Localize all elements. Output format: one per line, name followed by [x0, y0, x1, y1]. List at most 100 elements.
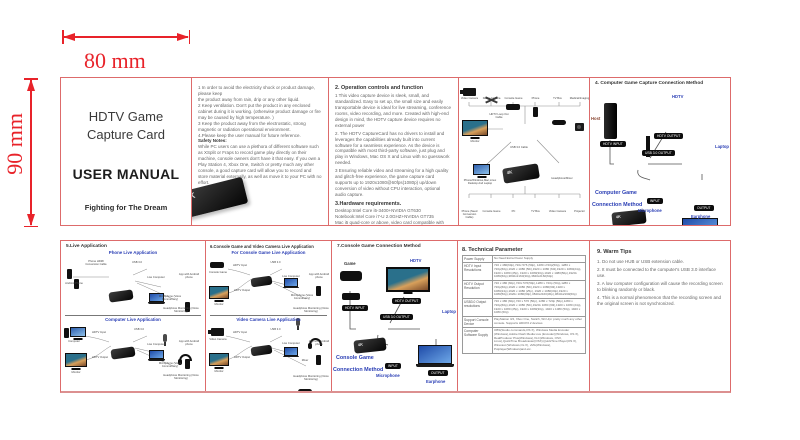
- source-label: Video Camera: [209, 338, 227, 341]
- video-camera-icon: [460, 88, 476, 96]
- mixer-label: Mixer: [301, 359, 309, 362]
- tech-row-label: HDTV Output Resolution: [461, 280, 493, 299]
- video-camera-icon: [208, 328, 224, 336]
- capture-card-4k-logo: 4K: [357, 341, 364, 348]
- microphone-icon: [163, 333, 167, 346]
- headphone-icon: [178, 353, 192, 365]
- console-connection-panel: 7.Console Game Connection Method Game HD…: [331, 241, 457, 391]
- live-application-panel: 5.Live Application Phone Live Applicatio…: [61, 241, 205, 391]
- product-title: HDTV Game Capture Card: [86, 109, 166, 142]
- usb-label: USB 3.0: [131, 261, 142, 264]
- mic-input-badge: INPUT: [647, 198, 663, 205]
- tech-title: 8. Technical Parameter: [462, 247, 523, 253]
- method-caption-line2: Connection Method: [592, 202, 643, 208]
- phone-live-title: Phone Live Application: [108, 250, 158, 255]
- earphone-label: Earphone: [691, 214, 711, 219]
- device-label: Video Camera: [460, 97, 479, 100]
- safety-item: 1 In order to avoid the electricity shoc…: [198, 85, 316, 96]
- capture-card-4k-logo: 4K: [506, 169, 513, 176]
- arrowhead-up-icon: [26, 79, 35, 91]
- table-row: HDTV Output Resolution 720 x 480 (60p),7…: [461, 280, 586, 299]
- hdtv-output-label: HDTV Output: [233, 289, 251, 292]
- headphone-icon: [308, 338, 322, 350]
- hdtv-icon: [646, 136, 650, 157]
- hdtv-output-badge: HDTV OUTPUT: [654, 133, 684, 140]
- computer-connection-panel: 4. Computer Game Capture Connection Meth…: [589, 78, 730, 225]
- laptop-icon: [682, 218, 730, 225]
- usb-label: USB 3.0: [270, 261, 281, 264]
- hdtv-label: HDTV: [672, 94, 684, 99]
- hdtv-input-badge: HDTV INPUT: [600, 141, 626, 148]
- source-label: Computer: [68, 340, 80, 343]
- safety-panel: 1 In order to avoid the electricity shoc…: [191, 78, 328, 225]
- capture-card-4k-logo: 4K: [615, 213, 622, 220]
- console-live-diagram: For Console Game Live Application Consol…: [206, 249, 331, 350]
- microphone-icon: [296, 318, 300, 331]
- tech-row-label: Computer Software Supply: [461, 327, 493, 354]
- monitoring-label: Headphone Monitoring (Voice Monitoring): [293, 307, 329, 314]
- tech-row-value: 720 x 480(60p),720x 576 (50p), 1280 x720…: [491, 262, 586, 281]
- height-dimension: [24, 78, 38, 227]
- usb-cable-label: USB 3.0 Cable: [510, 146, 528, 149]
- live-computer-label: Live Computer: [147, 343, 165, 346]
- table-row: Support Console Device PlayStation 3/4, …: [461, 316, 586, 328]
- camera-live-diagram: Video Camera Live Application Video Came…: [206, 316, 331, 391]
- wiring-lines: [73, 268, 174, 300]
- monitor-label: Monitor: [71, 371, 81, 374]
- wiring-lines: [468, 102, 581, 198]
- tech-row-value: OBS(Studio commands,OS X), Windows Media…: [491, 327, 586, 354]
- device-label: Console Game: [504, 97, 523, 100]
- laptop-label: Laptop: [715, 144, 729, 149]
- microphone-label: Microphone: [376, 373, 400, 378]
- computer-screen-icon: [70, 327, 86, 337]
- microphone-label: Microphone: [638, 208, 662, 213]
- source-label: Android Phone: [65, 282, 83, 285]
- method-caption-line1: Console Game: [336, 355, 374, 361]
- warm-tip: 4. This is a normal phenomenon that the …: [597, 294, 721, 306]
- phone-icon: [533, 107, 538, 117]
- usb-output-badge: USB 3.0 OUTPUT: [380, 314, 413, 321]
- host-pc-icon: [604, 103, 617, 139]
- warm-tip: 1. Do not use HUB or USB extension cable…: [597, 259, 685, 264]
- mic-label: Microphone (Voice Commentary): [158, 362, 182, 369]
- computer-phone-icon: [64, 328, 69, 338]
- app-phone-icon: [185, 358, 190, 369]
- live-computer-label: Live Computer: [147, 276, 165, 279]
- hdtv-label: HDTV: [410, 258, 422, 263]
- tv-box-icon: [552, 120, 566, 125]
- table-row: Power Supply No Need Extra Power Supply: [461, 255, 586, 263]
- arrowhead-left-icon: [63, 32, 75, 41]
- monitor-label: Monitor: [214, 303, 224, 306]
- monitor-icon: [462, 120, 488, 136]
- hdtv-input-badge: HDTV INPUT: [342, 305, 368, 312]
- user-manual-heading: USER MANUAL: [72, 166, 180, 182]
- warm-tips-panel: 9. Warm Tips 1. Do not use HUB or USB ex…: [589, 241, 730, 391]
- warm-tips-title: 9. Warm Tips: [597, 249, 632, 255]
- table-row: HDTV Input Resolutions 720 x 480(60p),72…: [461, 262, 586, 281]
- tech-row-label: Power Supply: [461, 255, 493, 263]
- usb-label: USB 3.0: [270, 328, 281, 331]
- mic-input-badge: INPUT: [385, 363, 401, 370]
- console-camera-live-panel: 6.Console Game and Video Camera Live App…: [205, 241, 331, 391]
- divider: [210, 315, 327, 316]
- safety-item: 2 Keep ventilation. Don't put the produc…: [198, 102, 321, 120]
- laptop-label: Laptop: [442, 309, 456, 314]
- manual-front-page: HDTV Game Capture Card USER MANUAL Fight…: [60, 77, 731, 226]
- monitor-label: Monitor: [214, 370, 224, 373]
- ear-output-badge: OUTPUT: [428, 370, 448, 377]
- camera-live-title: Video Camera Live Application: [236, 317, 301, 322]
- dimension-line: [64, 36, 188, 38]
- live-computer-icon: [148, 350, 205, 361]
- device-label: Phone: [531, 97, 540, 100]
- hardware-line: Mac i5 quad-core or above, video card co…: [335, 220, 445, 225]
- cover-panel: HDTV Game Capture Card USER MANUAL Fight…: [61, 78, 191, 225]
- operation-panel: 2. Operation controls and function 1 Thi…: [328, 78, 458, 225]
- hdtv-output-label: HDTV Output: [91, 356, 109, 359]
- warm-tip: 2. It must be connected to the computer'…: [597, 266, 716, 278]
- hardware-line: Notebook:Intel Core i7-U 2.0GHZ+NVIDIA G…: [335, 214, 434, 220]
- earphone-label: Earphone: [426, 379, 446, 384]
- cable-label: Phone HDMI Conversion Cable: [85, 260, 107, 267]
- device-label: Projector: [574, 210, 585, 213]
- loop-out-label: HDTV Loop Out Cable: [489, 113, 509, 120]
